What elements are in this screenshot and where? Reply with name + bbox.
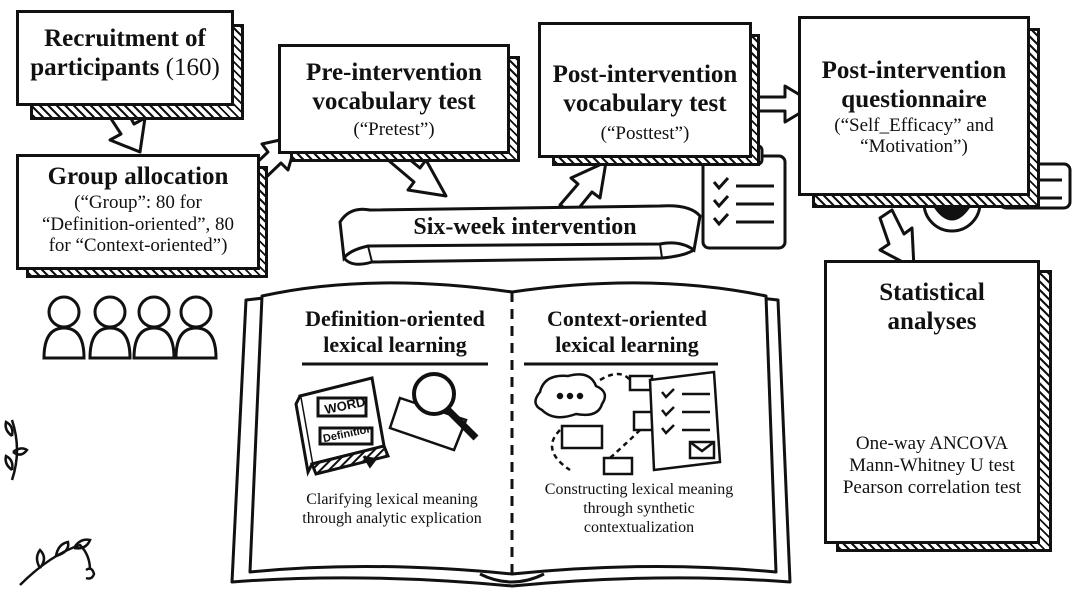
participants-people-icon — [42, 295, 218, 360]
recruitment-title-line1: Recruitment of — [44, 25, 206, 52]
questionnaire-title-line2: questionnaire — [841, 85, 987, 113]
group-allocation-line1: (“Group”: 80 for — [74, 191, 202, 213]
context-oriented-title-line1: Context-oriented — [546, 306, 708, 331]
recruitment-count: (160) — [165, 53, 220, 81]
questionnaire-line2: “Motivation”) — [860, 136, 968, 158]
posttest-title-line2: vocabulary test — [563, 89, 727, 117]
questionnaire-box: Post-intervention questionnaire (“Self_E… — [798, 16, 1030, 196]
intervention-banner-label: Six-week intervention — [413, 214, 637, 240]
intervention-banner — [338, 204, 702, 266]
context-diagram-illustration — [534, 370, 722, 476]
statistics-test-ancova: One-way ANCOVA — [855, 433, 1009, 454]
statistics-test-mann-whitney: Mann-Whitney U test — [849, 454, 1015, 476]
context-oriented-desc-line3: contextualization — [583, 519, 695, 537]
context-oriented-desc: Constructing lexical meaning through syn… — [516, 480, 762, 538]
context-oriented-desc-line2: through synthetic — [583, 500, 695, 518]
definition-oriented-title-line2: lexical learning — [323, 332, 467, 358]
pretest-label: (“Pretest”) — [353, 118, 435, 140]
statistics-title-line1: Statistical — [879, 279, 985, 306]
questionnaire-title-line1: Post-intervention — [821, 57, 1007, 84]
pretest-title-line1: Pre-intervention — [306, 59, 482, 86]
open-book — [230, 281, 792, 588]
magnifying-glass-icon — [388, 372, 479, 452]
definition-oriented-title: Definition-oriented lexical learning — [290, 306, 500, 359]
group-allocation-title: Group allocation — [47, 163, 229, 190]
questionnaire-line1: (“Self_Efficacy” and — [834, 114, 994, 136]
group-allocation-box: Group allocation (“Group”: 80 for “Defin… — [16, 154, 260, 270]
context-oriented-title: Context-oriented lexical learning — [522, 306, 732, 359]
recruitment-box: Recruitment of participants (160) — [16, 10, 234, 106]
posttest-title-line1: Post-intervention — [552, 61, 738, 88]
statistics-box: Statistical analyses One-way ANCOVA Mann… — [824, 260, 1040, 544]
context-oriented-desc-line1: Constructing lexical meaning — [544, 481, 734, 498]
posttest-label: (“Posttest”) — [600, 122, 690, 144]
group-allocation-line2: “Definition-oriented”, 80 — [41, 213, 235, 235]
definition-oriented-title-line1: Definition-oriented — [305, 306, 485, 331]
group-allocation-line3: for “Context-oriented”) — [48, 235, 228, 257]
definition-oriented-desc-line1: Clarifying lexical meaning — [306, 491, 478, 508]
recruitment-title-line2: participants — [30, 53, 160, 81]
posttest-box: Post-intervention vocabulary test (“Post… — [538, 22, 752, 158]
definition-oriented-desc: Clarifying lexical meaning through analy… — [272, 490, 512, 528]
arrow-questionnaire-to-statistics — [878, 208, 916, 270]
word-definition-book-illustration — [294, 376, 391, 477]
leaf-branch-decoration — [4, 419, 96, 586]
statistics-title-line2: analyses — [887, 307, 977, 335]
pretest-box: Pre-intervention vocabulary test (“Prete… — [278, 44, 510, 154]
statistics-test-pearson: Pearson correlation test — [842, 476, 1022, 498]
pretest-title-line2: vocabulary test — [312, 87, 476, 115]
definition-oriented-desc-line2: through analytic explication — [302, 510, 482, 528]
context-oriented-title-line2: lexical learning — [555, 332, 699, 358]
